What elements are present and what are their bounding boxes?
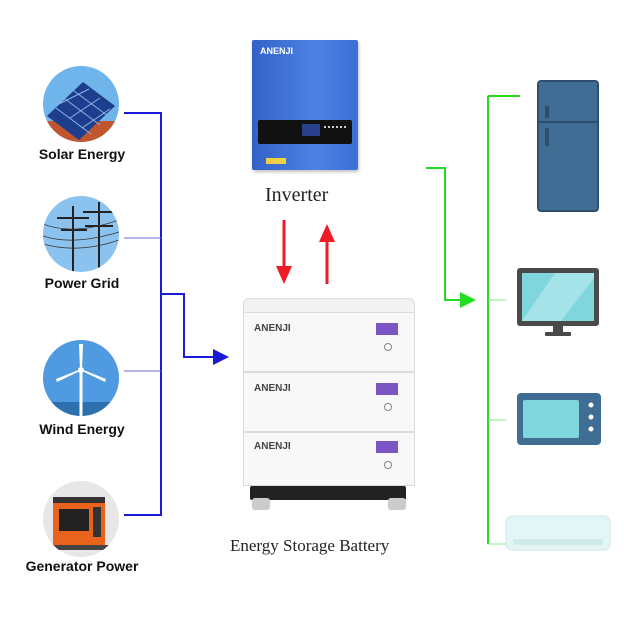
power-grid-label: Power Grid <box>44 275 120 291</box>
source-bus-line <box>124 112 162 516</box>
battery-module: ANENJI <box>243 432 415 486</box>
battery-brand: ANENJI <box>254 383 291 394</box>
inverter-sticker <box>266 158 286 164</box>
monitor-icon <box>517 268 599 336</box>
inverter-brand: ANENJI <box>260 46 294 56</box>
air-conditioner-icon <box>505 515 611 551</box>
refrigerator-icon <box>537 80 599 212</box>
inverter-buttons <box>324 126 346 134</box>
solar-energy-label: Solar Energy <box>38 146 126 162</box>
battery-base <box>250 486 406 500</box>
battery-stack: ANENJI ANENJI ANENJI <box>243 298 415 488</box>
battery-module: ANENJI <box>243 372 415 432</box>
up-red-arrow <box>319 224 335 242</box>
battery-power-button <box>384 461 392 469</box>
wind-energy-image <box>43 340 119 416</box>
generator-power-image <box>43 481 119 557</box>
inverter-screen <box>302 124 320 136</box>
battery-module: ANENJI <box>243 312 415 372</box>
battery-display <box>376 323 398 335</box>
inverter-panel <box>258 120 352 144</box>
battery-display <box>376 441 398 453</box>
battery-power-button <box>384 403 392 411</box>
loads-output-arrow <box>460 292 476 308</box>
battery-power-button <box>384 343 392 351</box>
battery-input-arrow <box>213 349 229 365</box>
generator-power-label: Generator Power <box>25 558 139 574</box>
battery-label: Energy Storage Battery <box>230 536 390 555</box>
inverter-to-loads-line <box>426 167 462 301</box>
battery-wheel-left <box>252 498 270 510</box>
battery-display <box>376 383 398 395</box>
power-grid-image <box>43 196 119 272</box>
battery-brand: ANENJI <box>254 441 291 452</box>
battery-brand: ANENJI <box>254 323 291 334</box>
inverter-label: Inverter <box>265 184 329 206</box>
source-to-battery-line <box>161 293 214 358</box>
inverter-device: ANENJI <box>252 40 358 170</box>
battery-wheel-right <box>388 498 406 510</box>
down-red-arrow <box>276 266 292 284</box>
wind-energy-label: Wind Energy <box>39 421 125 437</box>
solar-energy-image <box>43 66 119 142</box>
microwave-icon <box>517 393 601 445</box>
